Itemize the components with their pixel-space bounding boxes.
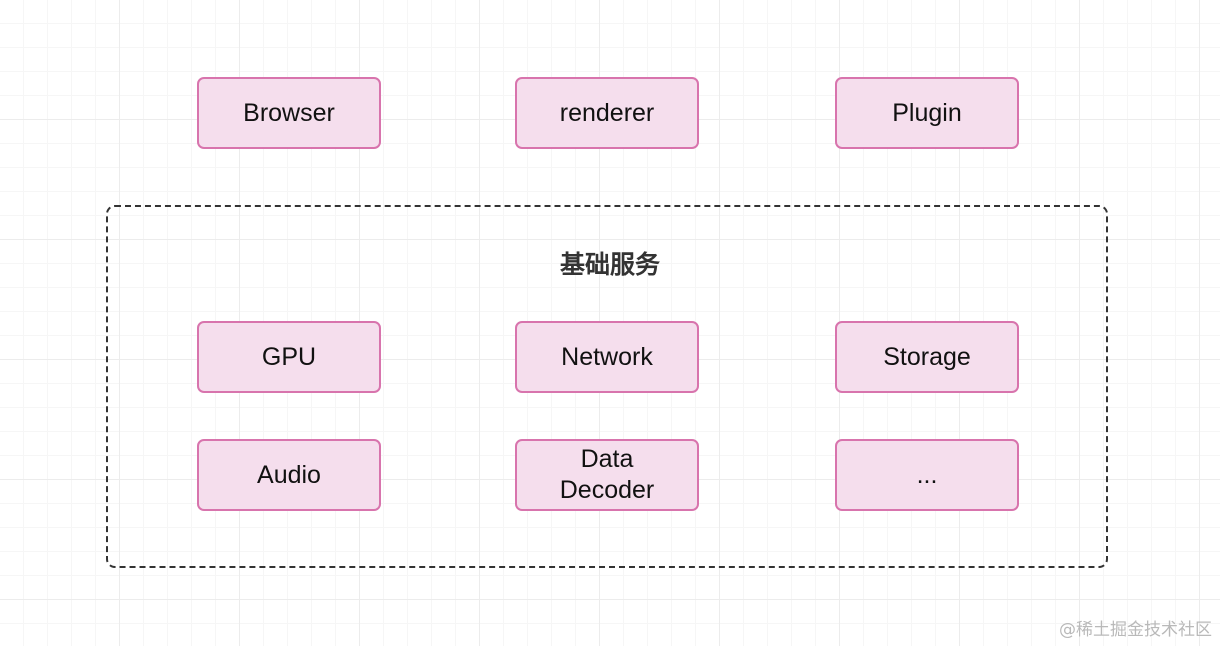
plugin-node[interactable]: Plugin	[835, 77, 1019, 149]
storage-node-label: Storage	[883, 342, 971, 371]
browser-node[interactable]: Browser	[197, 77, 381, 149]
browser-node-label: Browser	[243, 98, 335, 127]
data-decoder-label-line2: Decoder	[559, 476, 655, 504]
plugin-node-label: Plugin	[892, 98, 962, 127]
audio-node[interactable]: Audio	[197, 439, 381, 511]
renderer-node[interactable]: renderer	[515, 77, 699, 149]
gpu-node-label: GPU	[261, 342, 317, 371]
watermark: @稀土掘金技术社区	[1059, 620, 1212, 640]
network-node[interactable]: Network	[515, 321, 699, 393]
more-services-label: ...	[916, 460, 938, 489]
network-node-label: Network	[561, 342, 653, 371]
data-decoder-label-line1: Data	[580, 445, 634, 473]
basic-services-group	[106, 205, 1108, 568]
renderer-node-label: renderer	[559, 98, 655, 127]
storage-node[interactable]: Storage	[835, 321, 1019, 393]
more-services-node[interactable]: ...	[835, 439, 1019, 511]
audio-node-label: Audio	[257, 460, 321, 489]
gpu-node[interactable]: GPU	[197, 321, 381, 393]
basic-services-title: 基础服务	[559, 250, 660, 279]
data-decoder-node[interactable]: Data Decoder	[515, 439, 699, 511]
